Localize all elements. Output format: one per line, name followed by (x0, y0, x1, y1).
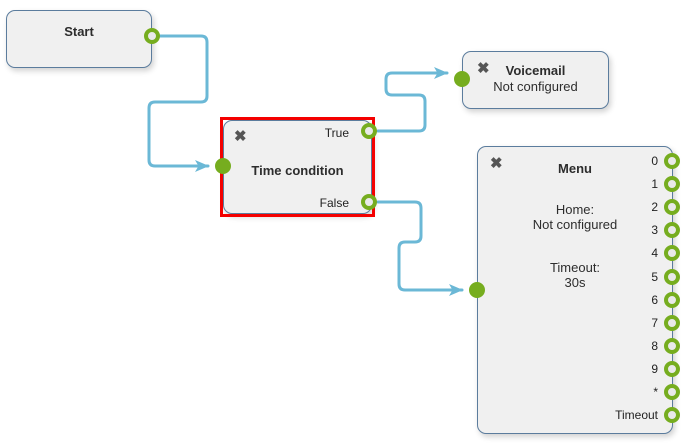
node-start[interactable]: Start (6, 10, 152, 68)
port-time-condition-true[interactable] (361, 123, 377, 139)
port-label-5: 5 (651, 269, 658, 284)
node-menu-title: Menu (558, 161, 592, 176)
node-voicemail-title: Voicemail (505, 63, 566, 78)
close-icon[interactable]: ✖ (234, 128, 247, 145)
node-menu-home-label: Home: (555, 202, 595, 217)
node-menu-timeout-label: Timeout: (549, 260, 601, 275)
port-label-2: 2 (651, 200, 658, 215)
node-menu-timeout-value: 30s (564, 275, 586, 290)
port-menu-output-5[interactable] (664, 268, 680, 285)
port-label-3: 3 (651, 223, 658, 238)
port-menu-output-9[interactable] (664, 360, 680, 377)
port-label-0: 0 (651, 154, 658, 168)
port-label-8: 8 (651, 338, 658, 353)
wire-true-to-voicemail (376, 67, 449, 133)
node-voicemail-status: Not configured (493, 79, 578, 94)
port-menu-output-7[interactable] (664, 314, 680, 331)
port-label-4: 4 (651, 246, 658, 261)
port-menu-output-6[interactable] (664, 291, 680, 308)
node-menu-home-value: Not configured (532, 217, 618, 232)
port-label-6: 6 (651, 292, 658, 307)
port-menu-output-*[interactable] (664, 384, 680, 400)
port-menu-output-3[interactable] (664, 222, 680, 239)
node-time-condition[interactable]: ✖ Time condition True False (223, 120, 372, 214)
port-label-9: 9 (651, 361, 658, 376)
port-menu-output-0[interactable] (664, 153, 680, 169)
wire-false-to-menu (376, 200, 464, 296)
port-menu-output-timeout[interactable] (664, 407, 680, 424)
port-menu-output-1[interactable] (664, 176, 680, 193)
port-label-7: 7 (651, 315, 658, 330)
port-menu-output-2[interactable] (664, 199, 680, 216)
port-menu-output-4[interactable] (664, 245, 680, 262)
port-label-false: False (319, 196, 349, 210)
port-time-condition-input[interactable] (215, 158, 231, 174)
port-time-condition-false[interactable] (361, 194, 377, 210)
node-start-title: Start (64, 24, 94, 39)
port-label-*: * (653, 385, 658, 399)
wire-start-to-timecondition (147, 34, 210, 172)
port-label-true: True (324, 126, 349, 140)
node-time-condition-title: Time condition (251, 163, 344, 178)
port-label-1: 1 (651, 177, 658, 192)
close-icon[interactable]: ✖ (477, 60, 490, 77)
port-start-output[interactable] (144, 28, 160, 44)
port-menu-output-8[interactable] (664, 337, 680, 354)
close-icon[interactable]: ✖ (490, 155, 503, 172)
node-voicemail[interactable]: ✖ Voicemail Not configured (462, 51, 609, 109)
port-voicemail-input[interactable] (454, 71, 470, 87)
port-label-timeout: Timeout (615, 408, 658, 423)
port-menu-input[interactable] (469, 282, 485, 298)
